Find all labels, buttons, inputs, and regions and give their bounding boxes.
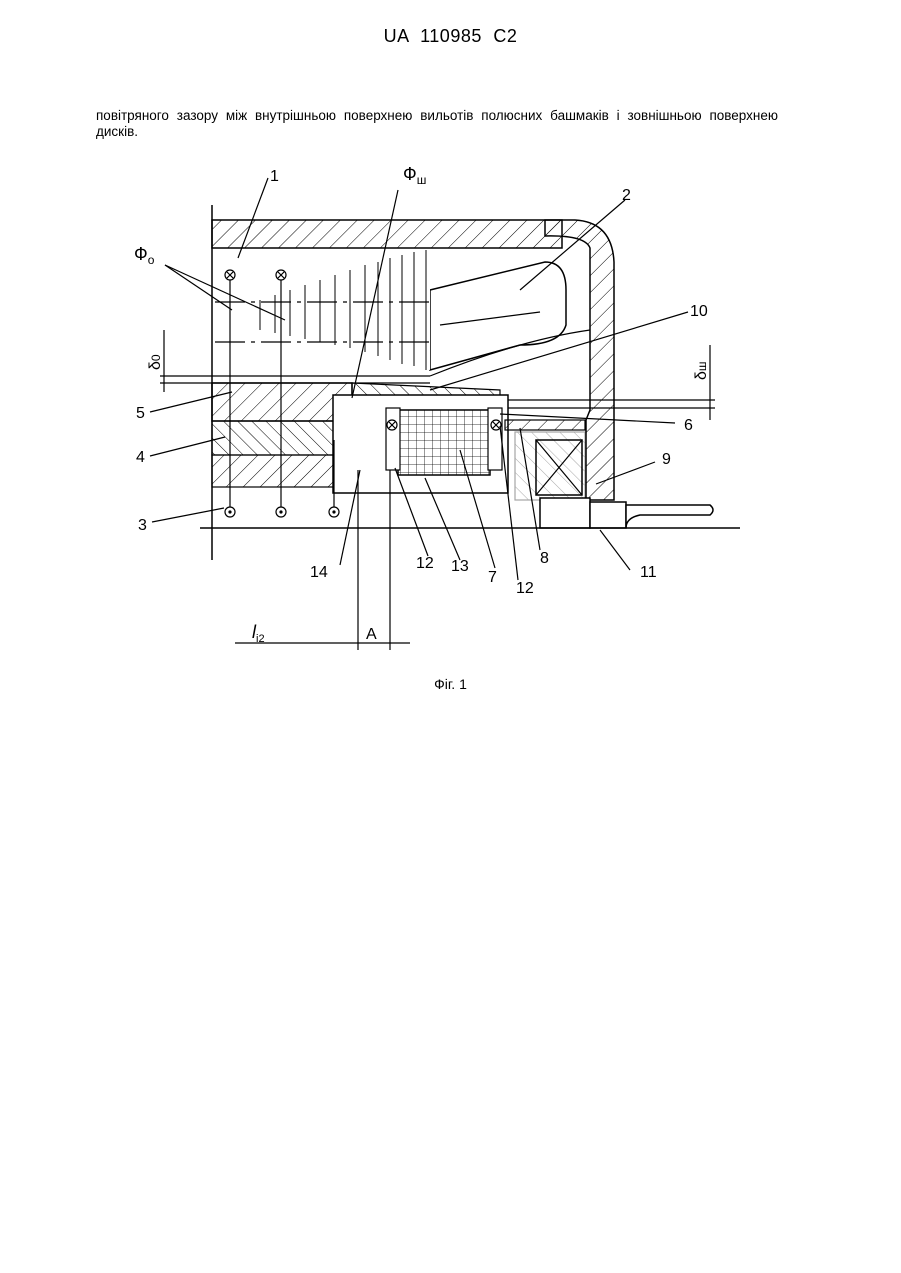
label-li2: li2: [252, 622, 265, 645]
label-dim-a: A: [366, 626, 377, 643]
label-2: 2: [622, 187, 631, 204]
label-delta-0: δ0: [147, 354, 164, 370]
label-4: 4: [136, 449, 145, 466]
label-12b: 12: [516, 580, 534, 597]
label-12a: 12: [416, 555, 434, 572]
body-paragraph: повітряного зазору між внутрішньою повер…: [96, 108, 778, 140]
rotor-layer-5: [212, 383, 352, 421]
label-5: 5: [136, 405, 145, 422]
shaft-step-1: [540, 498, 590, 528]
label-14: 14: [310, 564, 328, 581]
label-8: 8: [540, 550, 549, 567]
winding-left-cap: [386, 408, 400, 470]
label-9: 9: [662, 451, 671, 468]
flux-wedge: [215, 250, 430, 370]
label-phi-sh: Фш: [403, 164, 426, 187]
bearing-housing: [515, 432, 585, 500]
label-10: 10: [690, 303, 708, 320]
part-8: [505, 420, 585, 430]
shaft-end: [626, 505, 713, 528]
label-3: 3: [138, 517, 147, 534]
label-delta-sh: δш: [693, 361, 710, 380]
rotor-layer-3: [212, 455, 352, 487]
figure-caption: Фіг. 1: [0, 676, 901, 692]
shaft-step-2: [590, 502, 626, 528]
label-13: 13: [451, 558, 469, 575]
technical-drawing: 1 2 10 5 4 3 6 9 8 11 12 13 7 12 14 Фо Ф…: [120, 150, 760, 670]
rotor-layer-4: [212, 421, 352, 455]
pole-shoe: [430, 262, 566, 370]
housing-top: [212, 220, 562, 248]
winding-right-cap: [488, 408, 502, 470]
label-7: 7: [488, 569, 497, 586]
label-6: 6: [684, 417, 693, 434]
winding-core: [398, 410, 490, 475]
label-1: 1: [270, 168, 279, 185]
label-phi-o: Фо: [134, 244, 155, 267]
patent-header: UA 110985 C2: [0, 26, 901, 47]
label-11: 11: [640, 564, 657, 581]
